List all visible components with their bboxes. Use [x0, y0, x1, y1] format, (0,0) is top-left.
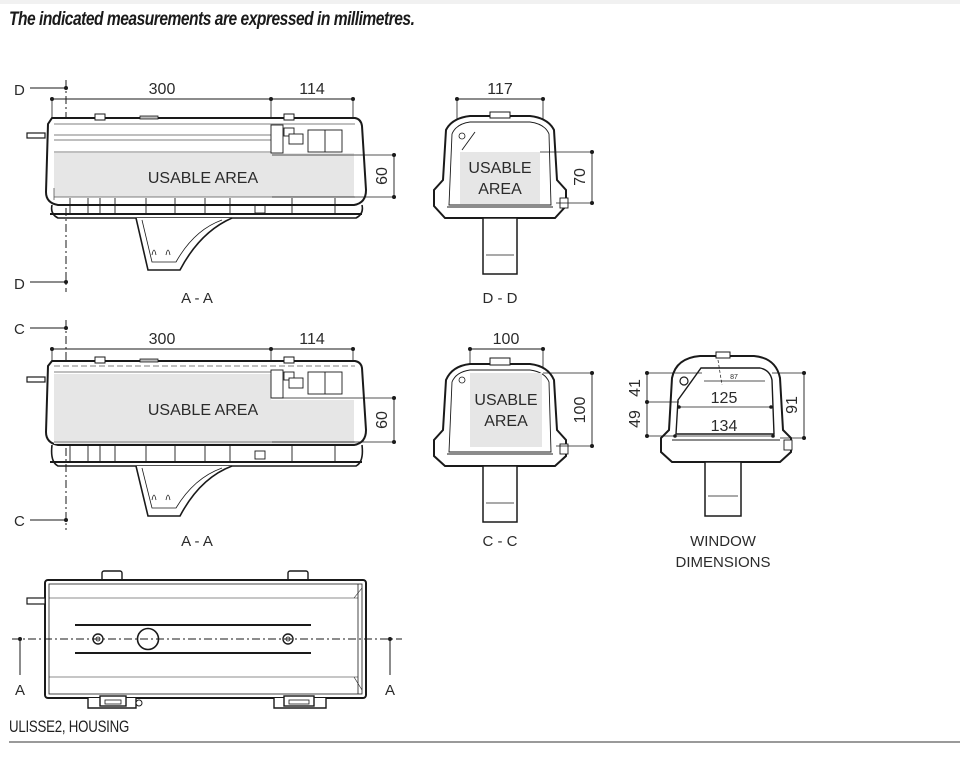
usable-area — [460, 152, 540, 204]
dim-117: 117 — [487, 81, 513, 98]
usable-area — [470, 373, 542, 447]
bottom-latch — [273, 695, 327, 709]
section-marker-d-top: D — [14, 82, 68, 99]
view-title: D - D — [483, 290, 518, 307]
section-letter: C — [14, 513, 25, 530]
window-outline — [675, 367, 775, 435]
dimension-height: 60 — [272, 396, 396, 444]
drawing-caption: ULISSE2, HOUSING — [9, 717, 130, 736]
window-title-line1: WINDOW — [690, 533, 757, 550]
section-marker-c-bottom: C — [14, 513, 68, 530]
section-letter: A — [15, 682, 25, 699]
dim-60: 60 — [374, 167, 391, 185]
ribs — [69, 446, 336, 462]
section-letter: D — [14, 82, 25, 99]
section-marker-c-top: C — [14, 321, 68, 338]
dim-300: 300 — [149, 81, 176, 98]
bottom-latch — [87, 695, 143, 709]
dimension-height: 60 — [272, 153, 396, 199]
section-marker-a-left: A — [15, 637, 25, 699]
divider-rule — [9, 741, 960, 743]
cable-entry-hole — [136, 627, 160, 651]
support-arm — [704, 461, 742, 517]
usable-label-line1: USABLE — [474, 392, 537, 409]
top-band — [0, 0, 960, 4]
usable-area-label: USABLE AREA — [148, 170, 259, 187]
usable-area — [54, 374, 354, 444]
section-marker-d-bottom: D — [14, 276, 68, 293]
dim-100-height: 100 — [572, 397, 589, 424]
section-letter: A — [385, 682, 395, 699]
dim-114: 114 — [299, 81, 325, 98]
dim-60: 60 — [374, 411, 391, 429]
side-view-bottom: C C 300 114 — [14, 320, 396, 550]
screw-hole — [92, 633, 104, 645]
mounting-pin — [26, 376, 46, 383]
support-arm — [135, 217, 233, 271]
dim-91: 91 — [784, 396, 801, 414]
dimension-length: 300 114 — [50, 331, 355, 400]
view-title: A - A — [181, 533, 213, 550]
support-arm — [135, 465, 233, 517]
dim-41: 41 — [627, 379, 644, 397]
support-arm — [482, 465, 518, 523]
ribs — [69, 198, 336, 214]
section-letter: C — [14, 321, 25, 338]
dim-125: 125 — [711, 390, 738, 407]
view-title: C - C — [483, 533, 518, 550]
support-arm — [482, 217, 518, 275]
usable-area — [54, 153, 354, 197]
usable-label-line2: AREA — [484, 413, 528, 430]
usable-label-line1: USABLE — [468, 160, 531, 177]
dim-100-width: 100 — [493, 331, 520, 348]
screw-hole — [282, 633, 294, 645]
plan-view: A A — [12, 570, 402, 709]
dim-300: 300 — [149, 331, 176, 348]
dim-70: 70 — [572, 168, 589, 186]
section-letter: D — [14, 276, 25, 293]
measurement-note: The indicated measurements are expressed… — [9, 9, 415, 30]
housing-front-outline — [660, 355, 792, 463]
section-view-dd: 117 USABLE AREA 70 D - D — [433, 81, 594, 307]
section-view-cc: 100 USABLE AREA 100 C - C — [433, 331, 594, 550]
mounting-pin — [26, 132, 46, 139]
mounting-pin — [26, 597, 46, 605]
dim-114: 114 — [299, 331, 325, 348]
section-marker-a-right: A — [385, 637, 395, 699]
dim-87: 87 — [730, 374, 738, 381]
usable-area-label: USABLE AREA — [148, 402, 259, 419]
electrical-components — [270, 369, 343, 399]
view-title: A - A — [181, 290, 213, 307]
dimension-length: 300 114 — [50, 81, 355, 155]
window-dimensions-view: 87 125 134 41 49 91 WINDOW DIMENSIONS — [627, 351, 806, 571]
window-title-line2: DIMENSIONS — [675, 554, 770, 571]
electrical-components — [270, 124, 343, 154]
usable-label-line2: AREA — [478, 181, 522, 198]
dim-49: 49 — [627, 410, 644, 428]
side-view-top: D D 300 114 — [14, 80, 396, 307]
dim-134: 134 — [711, 418, 738, 435]
